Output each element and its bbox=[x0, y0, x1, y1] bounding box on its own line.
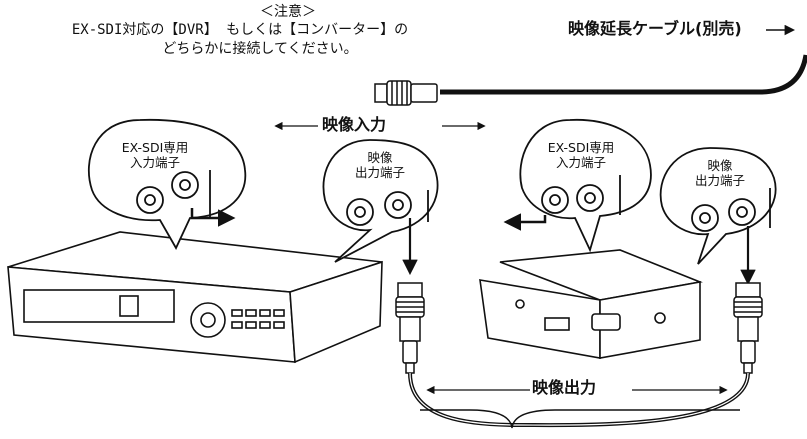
extension-cable-label: 映像延長ケーブル(別売) bbox=[568, 19, 742, 38]
note-line1: EX-SDI対応の【DVR】 もしくは【コンバーター】の bbox=[71, 22, 409, 38]
bubble-conv-videoout-line2: 出力端子 bbox=[694, 173, 745, 188]
video-input-label: 映像入力 bbox=[322, 115, 387, 134]
bubble-dvr-exsdi bbox=[87, 118, 247, 250]
dvr-device bbox=[7, 231, 383, 364]
bubble-dvr-exsdi-line2: 入力端子 bbox=[129, 155, 180, 170]
bubble-dvr-videoout-line2: 出力端子 bbox=[354, 165, 405, 180]
extension-cable bbox=[440, 54, 807, 95]
bubble-dvr-videoout-line1: 映像 bbox=[367, 150, 393, 165]
bubble-conv-videoout bbox=[659, 147, 777, 286]
converter-device bbox=[479, 249, 703, 359]
bubble-conv-videoout-line1: 映像 bbox=[707, 158, 733, 173]
note-title: ＜注意＞ bbox=[260, 4, 316, 20]
output-cable-inner bbox=[409, 372, 749, 426]
bubble-conv-exsdi bbox=[503, 119, 652, 253]
bnc-connector-top bbox=[374, 80, 438, 106]
video-output-label: 映像出力 bbox=[532, 378, 597, 397]
bnc-plug-right bbox=[733, 282, 763, 374]
bnc-plug-left bbox=[395, 282, 425, 374]
bubble-dvr-videoout bbox=[322, 139, 439, 276]
output-brace bbox=[420, 409, 740, 429]
note-line2: どちらかに接続してください。 bbox=[162, 41, 358, 57]
bubble-dvr-exsdi-line1: EX-SDI専用 bbox=[121, 140, 189, 155]
bubble-conv-exsdi-line1: EX-SDI専用 bbox=[547, 140, 615, 155]
bubble-conv-exsdi-line2: 入力端子 bbox=[555, 155, 606, 170]
